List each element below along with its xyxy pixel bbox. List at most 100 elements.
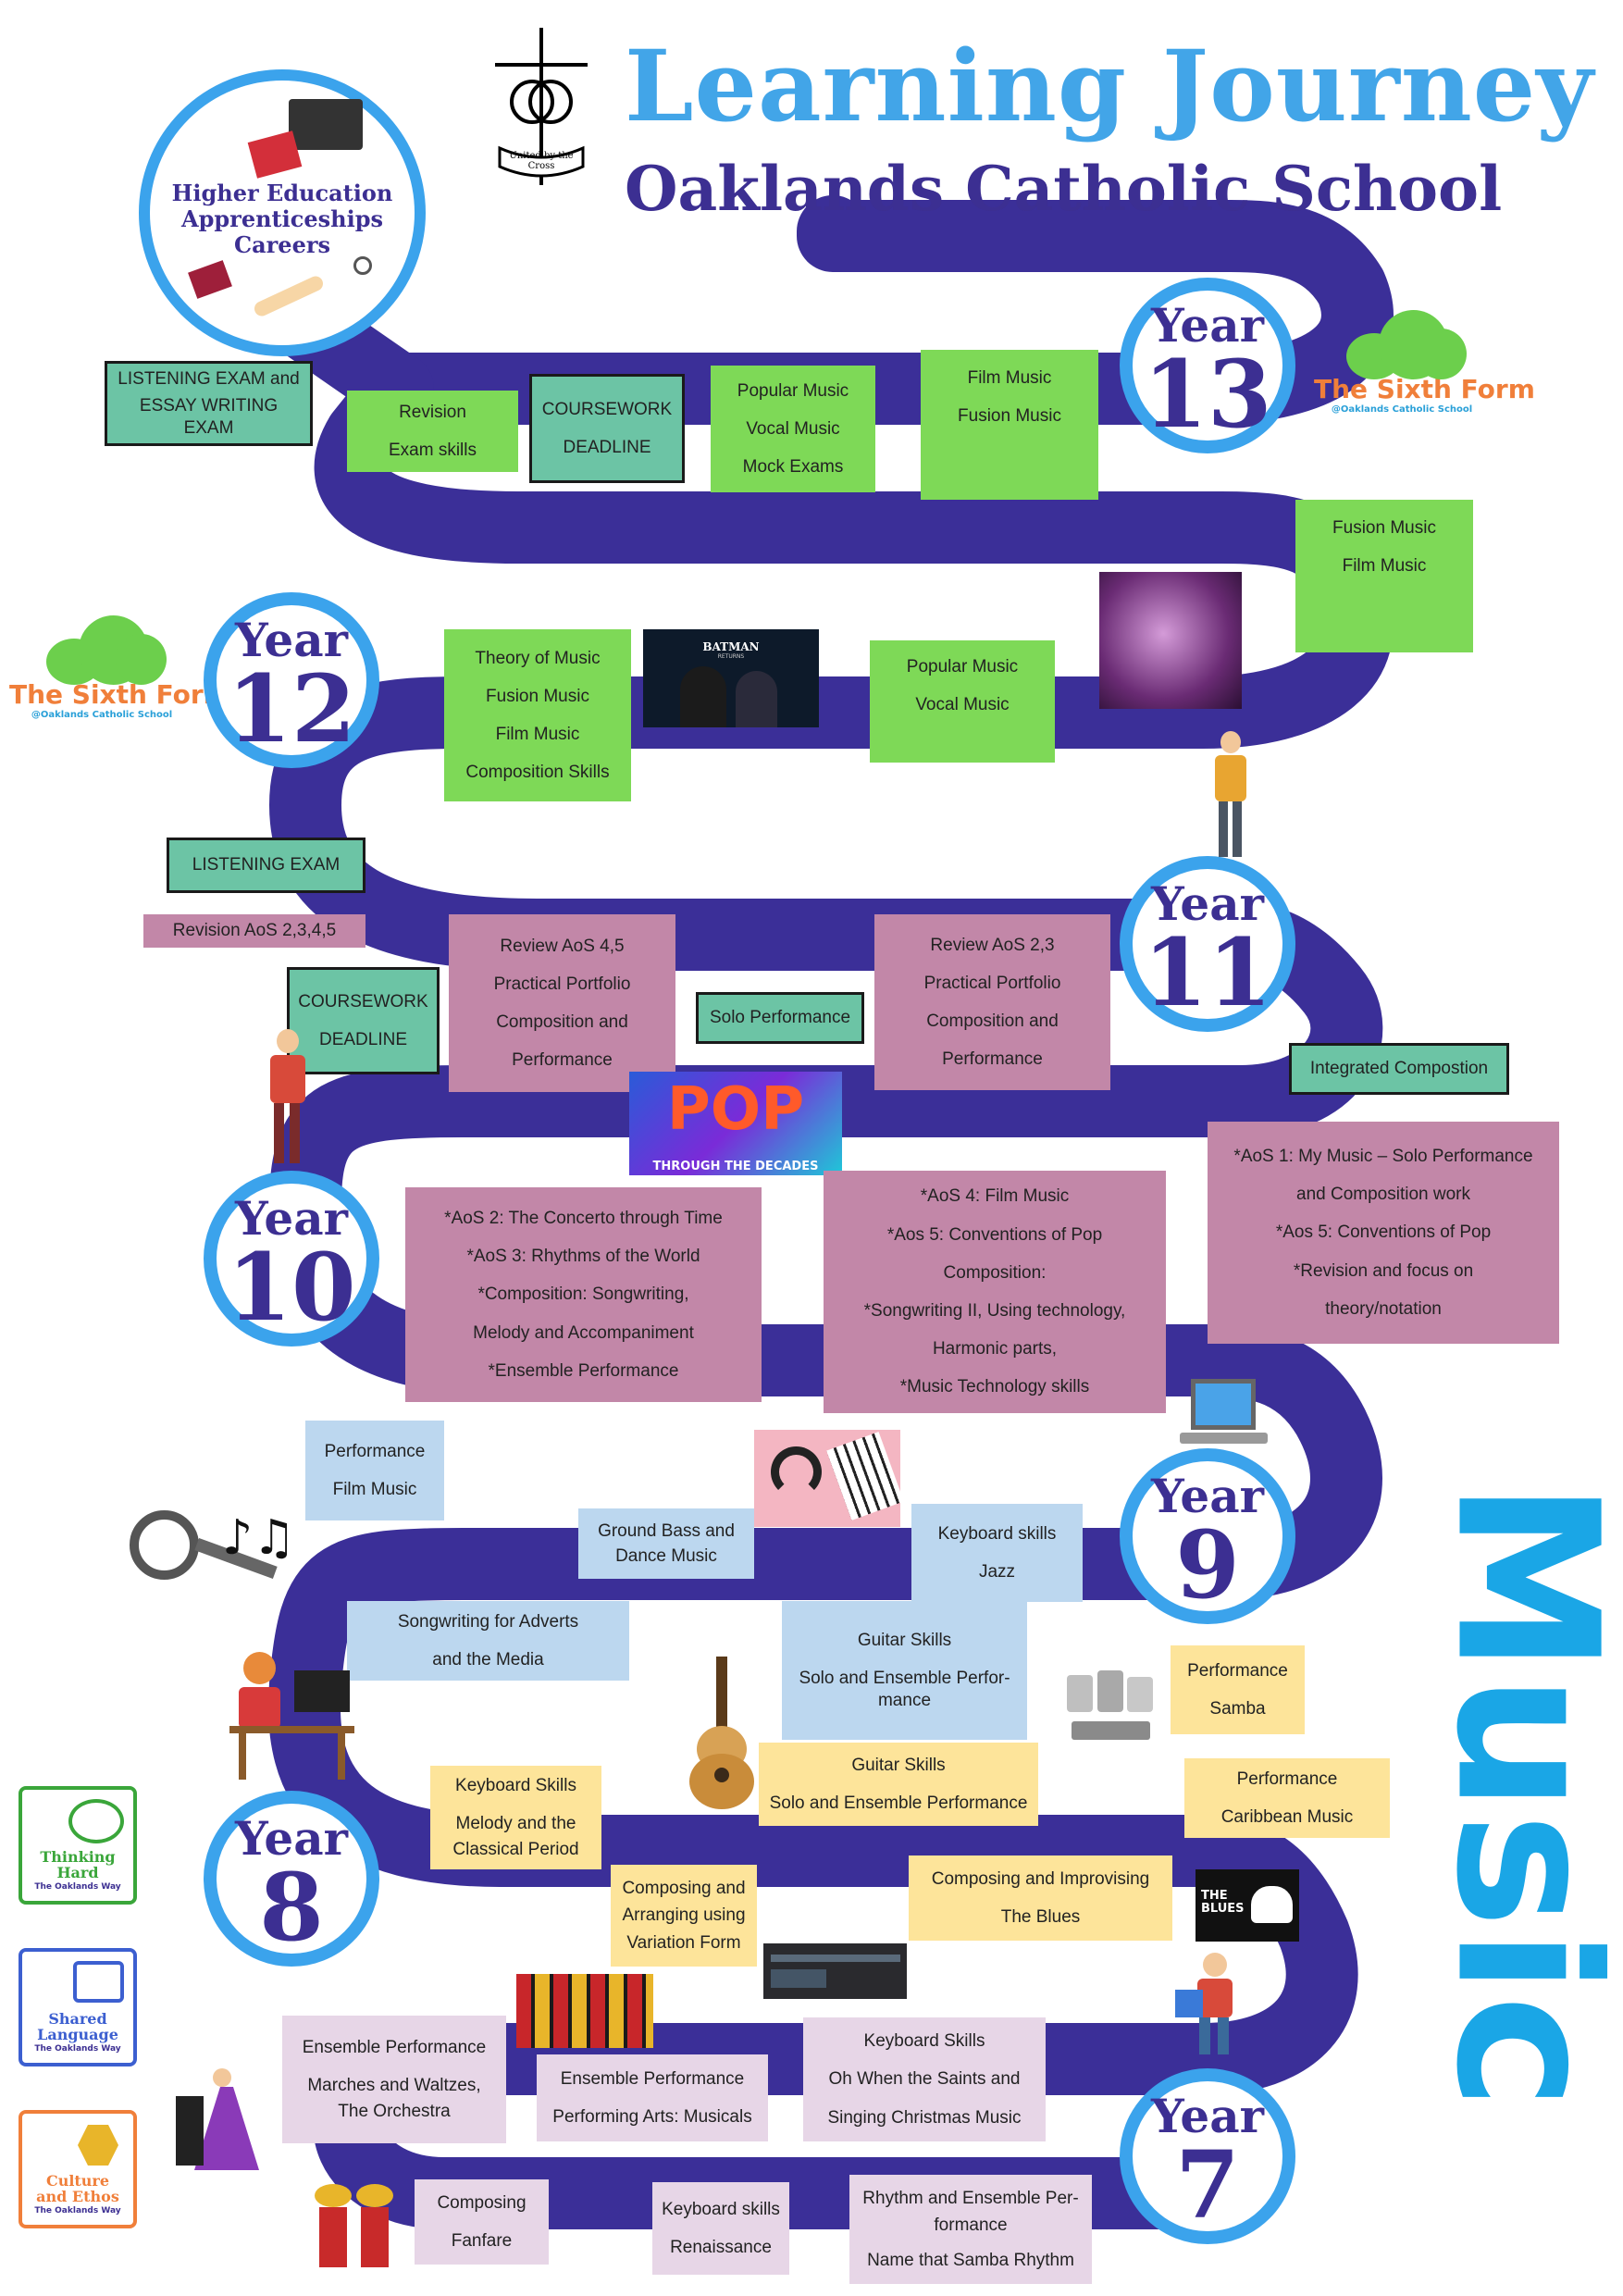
student-figure-y10 [259, 1029, 315, 1168]
keys-icon [353, 256, 372, 275]
box-text-line: Exam skills [388, 441, 477, 460]
box-y11-revision: Revision AoS 2,3,4,5 [143, 914, 365, 948]
box-text-line: Mock Exams [742, 457, 844, 478]
box-text-line: *Revision and focus on [1293, 1260, 1474, 1281]
kate-bush-image [1099, 572, 1242, 709]
student-at-computer-figure [229, 1652, 354, 1781]
box-text-line: *AoS 3: Rhythms of the World [466, 1247, 700, 1267]
box-text-line: Composition and [496, 1012, 628, 1032]
box-text-line: Variation Form [626, 1932, 741, 1953]
box-text-line: COURSEWORK [298, 991, 428, 1011]
batman-subtitle: RETURNS [717, 653, 745, 660]
box-text-line: Fusion Music [486, 686, 589, 706]
box-text-line: Film Music [967, 368, 1052, 388]
box-text-line: Guitar Skills [857, 1631, 952, 1651]
sixth-form-label: The Sixth Form [9, 679, 230, 710]
box-text-line: Renaissance [670, 2238, 772, 2257]
box-text-line: Popular Music [737, 380, 849, 401]
sixth-form-logo-left: The Sixth Form @Oaklands Catholic School [9, 611, 230, 720]
box-text-line: LISTENING EXAM and [118, 369, 300, 390]
box-text-line: DEADLINE [563, 438, 651, 457]
box-text-line: The Blues [1000, 1907, 1081, 1927]
box-text-line: Film Music [495, 725, 580, 744]
music-software-screenshot [763, 1943, 907, 1999]
box-text-line: Solo Performance [709, 1008, 851, 1028]
pop-through-decades-image: POP THROUGH THE DECADES [629, 1072, 842, 1175]
box-text-line: Ensemble Performance [560, 2068, 745, 2089]
student-reading-figure [1208, 731, 1254, 865]
subject-text: Music [1413, 1481, 1623, 2110]
destination-circle: Higher Education Apprenticeships Careers [139, 69, 426, 356]
crest-cross-icon [495, 28, 588, 185]
passport-icon [188, 260, 232, 299]
box-text-line: Dance Music [615, 1546, 717, 1566]
box-text-line: Vocal Music [915, 695, 1010, 715]
box-text-line: Performance [512, 1050, 613, 1071]
the-blues-image: THE BLUES [1196, 1869, 1299, 1942]
box-text-line: and the Media [432, 1650, 544, 1669]
film-reel-notes-icon: ♪♫ [130, 1501, 287, 1617]
box-text-line: Keyboard skills [937, 1523, 1057, 1544]
box-text-line: The Orchestra [338, 2101, 451, 2121]
computer-monitor-icon [294, 1670, 350, 1712]
box-text-line: *Ensemble Performance [488, 1360, 679, 1381]
box-text-line: LISTENING EXAM [192, 855, 341, 875]
box-text-line: Fanfare [451, 2231, 513, 2251]
box-text-line: Performance [942, 1049, 1043, 1070]
hexagon-icon [78, 2125, 118, 2166]
musicals-posters-image [516, 1974, 653, 2048]
box-text-line: Fusion Music [958, 406, 1061, 427]
school-crest: United by the Cross [490, 28, 592, 185]
sixth-form-label: The Sixth Form [1314, 374, 1535, 404]
box-text-line: Ensemble Performance [302, 2038, 487, 2058]
box-text-line: Keyboard Skills [863, 2031, 985, 2052]
page-subtitle: Oaklands Catholic School [625, 153, 1503, 225]
box-text-line: Revision AoS 2,3,4,5 [172, 921, 337, 941]
box-text-line: *Songwriting II, Using technology, [863, 1301, 1126, 1321]
box-text-line: *Aos 5: Conventions of Pop [1275, 1222, 1492, 1243]
box-text-line: Practical Portfolio [923, 973, 1061, 993]
box-text-line: Theory of Music [475, 648, 601, 668]
speech-bubble-icon [73, 1961, 124, 2003]
box-text-line: Film Music [1342, 556, 1427, 577]
badge-sub: The Oaklands Way [34, 1882, 121, 1892]
fanfare-trumpets-icon [310, 2175, 403, 2267]
box-y11-solo: Solo Performance [696, 992, 864, 1044]
box-text-line: Keyboard Skills [455, 1776, 576, 1796]
box-text-line: and Composition work [1296, 1185, 1470, 1205]
acoustic-guitar-icon [689, 1657, 754, 1809]
box-text-line: Solo and Ensemble Perfor- [799, 1669, 1010, 1689]
headphones-icon [771, 1446, 822, 1497]
box-text-line: Melody and Accompaniment [473, 1322, 694, 1343]
sixth-form-sub: @Oaklands Catholic School [1331, 404, 1473, 415]
box-text-line: Revision [399, 402, 466, 422]
badge-title: Culture and Ethos [36, 2172, 119, 2205]
box-text-line: Composition and [926, 1011, 1059, 1031]
waltz-dancers-figure [157, 2068, 278, 2172]
batman-title: BATMAN [702, 640, 760, 653]
box-text-line: Composing [437, 2192, 527, 2213]
cloud-icon [1337, 305, 1467, 379]
box-y12-listening: LISTENING EXAM [167, 838, 365, 893]
